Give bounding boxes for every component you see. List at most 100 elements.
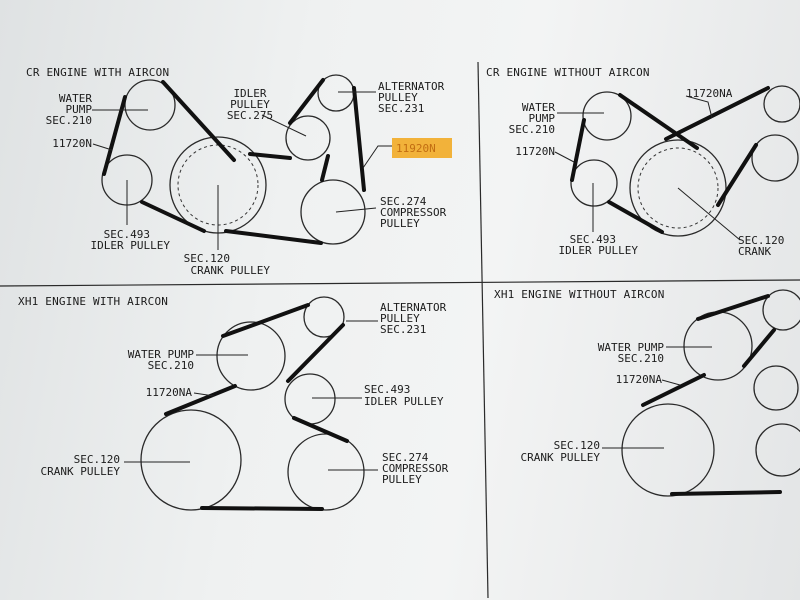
belt-segment — [352, 86, 366, 192]
water-pump-label-1: WATER — [59, 92, 92, 105]
highlight-marker — [392, 138, 452, 158]
belt-segment — [320, 154, 330, 182]
belt-segment — [248, 152, 292, 160]
crank-label-1: SEC.120 — [738, 234, 784, 247]
belt-segment — [292, 416, 349, 443]
idler-label-2: IDLER PULLEY — [364, 395, 444, 408]
leader-line — [677, 187, 741, 241]
compressor-label-1: SEC.274 — [380, 195, 427, 208]
belt-segment — [140, 200, 206, 233]
idler-bottom-label-1: SEC.493 — [570, 233, 616, 246]
water-pump-label-1: WATER PUMP — [598, 341, 665, 354]
crank-label-2: CRANK PULLEY — [521, 451, 601, 464]
idler-pulley-lower — [570, 159, 618, 207]
belt-label: 11720NA — [146, 386, 193, 399]
leader-line — [335, 207, 377, 213]
water-pump-label-1: WATER — [522, 101, 555, 114]
belt-segment — [102, 95, 127, 176]
idler-bottom-label-1: SEC.493 — [104, 228, 150, 241]
panel-cr-engine-without-aircon: CR ENGINE WITHOUT AIRCON 11720NA WATER P… — [486, 66, 800, 258]
belt-segment — [221, 303, 310, 338]
alternator-label-1: ALTERNATOR — [380, 301, 447, 314]
highlighted-belt-label: 11920N — [396, 142, 436, 155]
belt-top-label: 11720NA — [686, 87, 733, 100]
crank-pulley-inner — [637, 147, 719, 229]
crank-label-2: CRANK — [738, 245, 771, 258]
water-pump-pulley — [582, 91, 632, 141]
horizontal-divider — [0, 279, 800, 287]
panel-title: XH1 ENGINE WITH AIRCON — [18, 295, 168, 308]
water-pump-label-2: PUMP — [529, 112, 556, 125]
water-pump-label-2: PUMP — [66, 103, 93, 116]
leader-line — [661, 379, 681, 386]
compressor-label-3: PULLEY — [382, 473, 422, 486]
belt-segment — [716, 143, 758, 207]
crank-label-2: CRANK PULLEY — [191, 264, 271, 277]
compressor-pulley — [287, 433, 365, 511]
compressor-label-2: COMPRESSOR — [382, 462, 449, 475]
belt-segment — [288, 78, 325, 125]
idler-pulley-upper — [285, 115, 331, 161]
panel-xh1-engine-without-aircon: XH1 ENGINE WITHOUT AIRCON WATER PUMP SEC… — [494, 288, 800, 497]
belt-segment — [224, 229, 323, 245]
idler-pulley — [753, 365, 799, 411]
belt-segment — [618, 93, 699, 150]
leader-line — [362, 145, 392, 169]
water-pump-pulley — [683, 311, 753, 381]
alternator-label-2: PULLEY — [380, 312, 420, 325]
belt-segment — [670, 490, 782, 496]
leader-line — [261, 114, 307, 137]
belt-label: 11720N — [52, 137, 92, 150]
belt-segment — [607, 200, 664, 234]
water-pump-label-3: SEC.210 — [509, 123, 555, 136]
crank-pulley — [621, 403, 715, 497]
panel-title: CR ENGINE WITH AIRCON — [26, 66, 169, 79]
crank-label-1: SEC.120 — [74, 453, 120, 466]
leader-line — [92, 143, 113, 151]
belt-segment — [641, 373, 706, 407]
belt-segment — [664, 86, 770, 141]
panel-title: XH1 ENGINE WITHOUT AIRCON — [494, 288, 665, 301]
idler-top-label-1: IDLER — [233, 87, 266, 100]
belt-segment — [696, 294, 770, 321]
alternator-label-2: PULLEY — [378, 91, 418, 104]
crank-label-1: SEC.120 — [184, 252, 230, 265]
compressor-pulley — [755, 423, 800, 477]
idler-pulley-right — [751, 134, 799, 182]
water-pump-label-3: SEC.210 — [46, 114, 92, 127]
belt-segment — [164, 384, 237, 416]
idler-top-label-2: PULLEY — [230, 98, 270, 111]
leader-line — [685, 95, 713, 119]
panel-cr-engine-with-aircon: CR ENGINE WITH AIRCON WATER PUMP SEC.210… — [26, 66, 452, 277]
crank-pulley — [140, 409, 242, 511]
compressor-label-3: PULLEY — [380, 217, 420, 230]
belt-segment — [286, 323, 345, 383]
crank-label-2: CRANK PULLEY — [41, 465, 121, 478]
alternator-pulley — [762, 289, 800, 331]
compressor-pulley — [300, 179, 366, 245]
compressor-label-2: COMPRESSOR — [380, 206, 447, 219]
idler-bottom-label-2: IDLER PULLEY — [559, 244, 639, 257]
crank-label-1: SEC.120 — [554, 439, 600, 452]
belt-segment — [570, 118, 586, 182]
water-pump-label-1: WATER PUMP — [128, 348, 195, 361]
belt-segment — [200, 506, 324, 511]
belt-label: 11720NA — [616, 373, 663, 386]
alternator-label-3: SEC.231 — [380, 323, 426, 336]
panel-xh1-engine-with-aircon: XH1 ENGINE WITH AIRCON ALTERNATOR PULLEY… — [18, 295, 449, 511]
belt-segment — [742, 328, 776, 368]
alternator-pulley — [763, 85, 800, 123]
belt-segment — [161, 80, 236, 162]
vertical-divider — [477, 61, 489, 599]
alternator-label-3: SEC.231 — [378, 102, 424, 115]
idler-label-1: SEC.493 — [364, 383, 410, 396]
idler-top-label-3: SEC.275 — [227, 109, 273, 122]
water-pump-pulley — [216, 321, 286, 391]
crank-pulley — [629, 139, 727, 237]
belt-label: 11720N — [515, 145, 555, 158]
leader-line — [193, 392, 215, 397]
water-pump-pulley — [124, 79, 176, 131]
alternator-pulley — [303, 296, 345, 338]
